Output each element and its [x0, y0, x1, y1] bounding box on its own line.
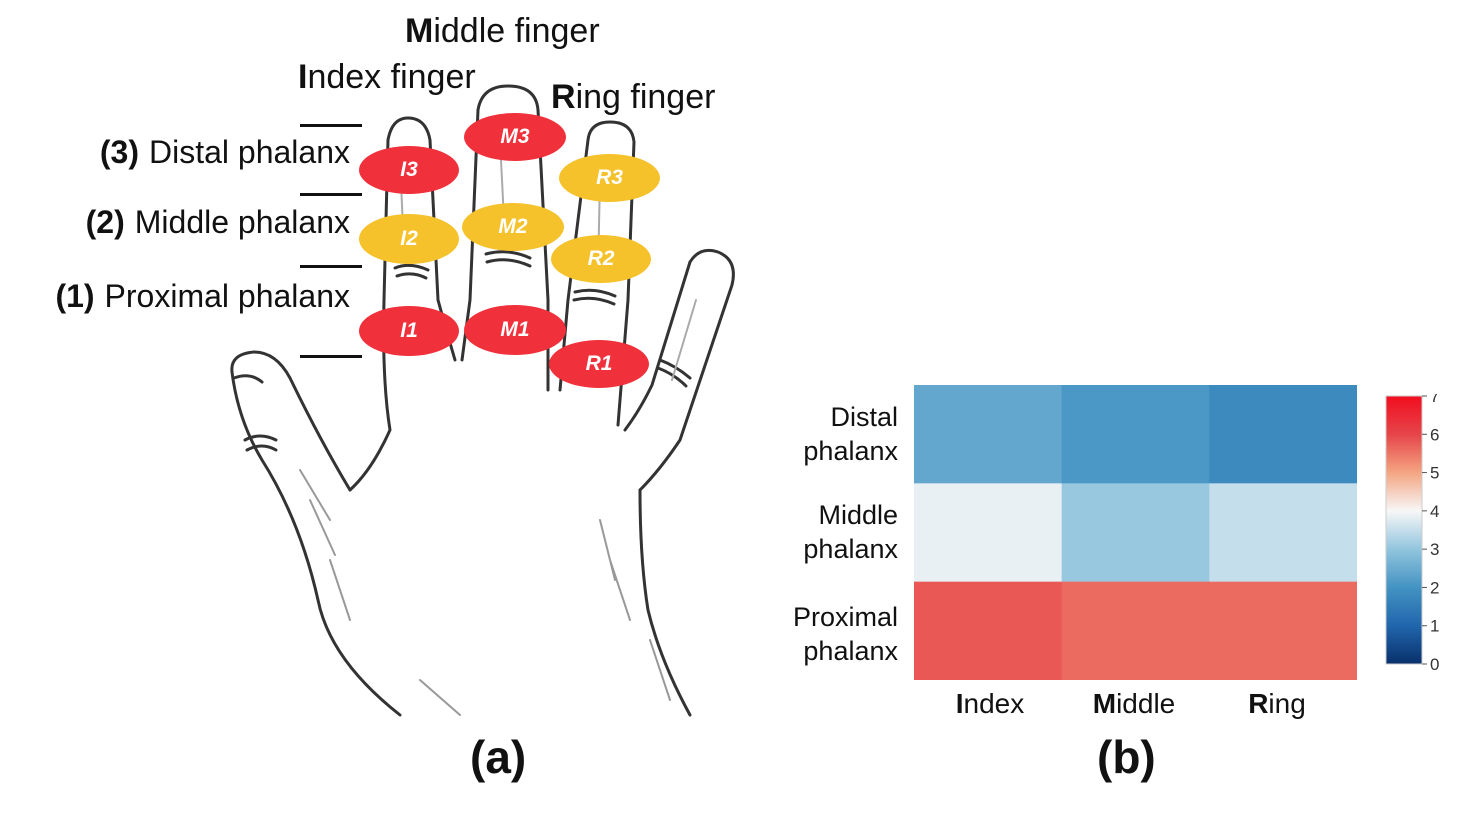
colorbar-tick-label: 3 [1430, 540, 1439, 559]
marker-i2: I2 [359, 214, 459, 264]
heatmap-cell-middle-index [914, 483, 1063, 583]
colorbar-tick-label: 7 [1430, 394, 1439, 406]
middle-phalanx-label: (2)Middle phalanx [85, 204, 350, 240]
ring-finger-title: Ring finger [551, 78, 716, 116]
panel-b-label: (b) [1097, 731, 1156, 783]
heatmap [914, 385, 1357, 680]
separator-line [300, 265, 362, 268]
index-finger-title: Index finger [298, 58, 476, 96]
distal-phalanx-label: (3)Distal phalanx [99, 134, 350, 170]
colorbar-tick-label: 0 [1430, 655, 1439, 674]
colorbar-gradient [1385, 395, 1423, 665]
heatmap-col-label-ring: Ring [1248, 688, 1306, 719]
heatmap-col-label-index: Index [955, 688, 1025, 719]
marker-r2: R2 [551, 235, 651, 283]
marker-m2: M2 [462, 203, 564, 251]
middle-finger-title: Middle finger [405, 12, 600, 50]
heatmap-cell-middle-middle [1061, 483, 1210, 583]
marker-m3: M3 [464, 113, 566, 161]
colorbar-tick-label: 4 [1430, 502, 1439, 521]
hand-illustration [230, 84, 735, 717]
heatmap-cell-proximal-ring [1209, 581, 1357, 680]
heatmap-cell-distal-index [914, 385, 1063, 484]
separator-line [300, 124, 362, 127]
heatmap-col-label-middle: Middle [1092, 688, 1176, 719]
heatmap-cell-distal-ring [1209, 385, 1357, 484]
marker-i1: I1 [359, 306, 459, 356]
marker-r3: R3 [559, 154, 660, 202]
colorbar: 0 1 2 3 4 5 6 7 [1385, 394, 1439, 674]
marker-r1: R1 [549, 340, 649, 388]
marker-i3: I3 [359, 146, 459, 194]
colorbar-tick-label: 1 [1430, 617, 1439, 636]
separator-line [300, 355, 362, 358]
colorbar-tick-label: 2 [1430, 578, 1439, 597]
heatmap-cell-distal-middle [1061, 385, 1210, 484]
heatmap-cell-proximal-index [914, 581, 1063, 680]
heatmap-cell-middle-ring [1209, 483, 1357, 583]
panel-a-label: (a) [470, 731, 527, 783]
colorbar-tick-label: 6 [1430, 425, 1439, 444]
marker-m1: M1 [464, 305, 566, 355]
heatmap-cell-proximal-middle [1061, 581, 1210, 680]
proximal-phalanx-label: (1)Proximal phalanx [55, 278, 350, 314]
separator-line [300, 193, 362, 196]
colorbar-tick-label: 5 [1430, 464, 1439, 483]
